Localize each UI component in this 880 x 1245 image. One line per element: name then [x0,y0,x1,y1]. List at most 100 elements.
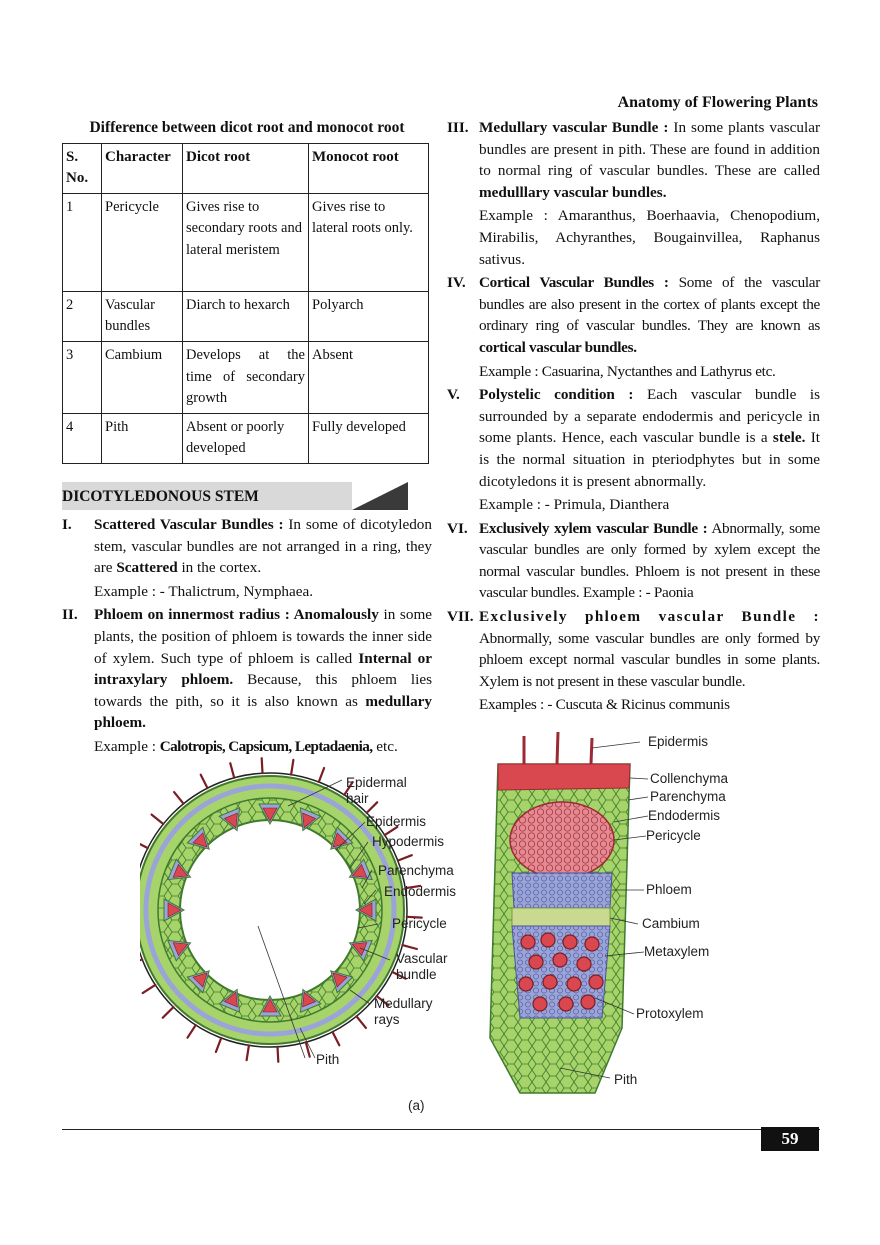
transverse-section [140,757,423,1063]
epidermal-hair [290,758,295,776]
item-bold: cortical vascular bundles. [479,338,637,356]
running-title: Anatomy of Flowering Plants [617,94,818,111]
item-bold: medulllary vascular bundles. [479,183,667,201]
item-body: Phloem on innermost radius : Anomalously… [94,604,432,757]
item-title: Exclusively xylem vascular Bundle : [479,519,708,537]
epidermal-hair [365,801,379,815]
xylem-vessel [540,932,556,948]
figure-caption: (a) [408,1098,425,1113]
item-text: In some plants vascular bundles are pres… [479,119,821,180]
header-dicot: Dicot root [182,142,309,194]
item-text: Abnormally, some vascular bundles are on… [479,629,820,690]
epidermis-ring [140,772,408,1048]
vascular-bundle [186,970,210,994]
vascular-bundle [163,898,186,922]
label-pith-right: Pith [614,1072,637,1087]
epidermis-collenchyma [497,763,631,791]
table-header-row: S. No. Character Dicot root Monocot root [62,142,429,194]
hypodermis [143,783,397,1037]
header-sno: S. No. [62,142,102,194]
example-label: Example : [94,737,160,755]
item-title: Polystelic condition : [479,386,634,404]
item-body: Exclusively phloem vascular Bundle : Abn… [479,606,820,716]
item-body: Scattered Vascular Bundles : In some of … [94,514,432,602]
item-body: Exclusively xylem vascular Bundle : Abno… [479,518,820,604]
table-cell: Absent or poorly developed [182,412,309,464]
item-number: V. [447,386,460,404]
epidermal-hair [304,1041,311,1058]
example-tail: etc. [372,737,398,755]
table-cell: Pith [101,412,183,464]
vascular-bundle [348,939,373,962]
xylem-vessel [580,994,596,1010]
vascular-bundle [354,898,377,922]
vascular-bundle [299,807,322,832]
label-pericycle-left: Pericycle [392,916,447,931]
hairs-right [522,731,594,765]
xylem-vessel [532,996,548,1012]
item-text: Each vascular bundle is surrounded by a … [479,386,820,447]
epidermal-hair [276,1045,280,1063]
xylem-vessel [542,974,558,990]
list-item: VII. Exclusively phloem vascular Bundle … [447,606,820,716]
xylem-vessel [576,956,592,972]
item-title: Exclusively phloem vascular Bundle : [479,608,820,626]
epidermal-hair [140,958,144,962]
table-cell: 2 [62,290,102,342]
item-example: Example : Casuarina, Nyctanthes and Lath… [479,362,776,380]
label-pith-left: Pith [316,1052,339,1067]
epidermal-hair [214,1036,223,1054]
xylem-vessel [588,974,604,990]
vascular-bundle [348,858,373,881]
label-parenchyma-right: Parenchyma [650,789,726,804]
item-text: It is the normal situation in pteriodphy… [479,429,820,490]
section-heading-triangle [352,481,408,510]
item-body: Polystelic condition : Each vascular bun… [479,384,820,516]
xylem-vessel [518,976,534,992]
epidermal-hair [141,983,157,995]
item-bold: Scattered [116,559,178,577]
label-metaxylem: Metaxylem [644,944,709,959]
epidermal-hair [260,757,264,775]
label-cambium: Cambium [642,916,700,931]
epidermal-hair [229,762,236,779]
list-item: VI. Exclusively xylem vascular Bundle : … [447,518,820,604]
vascular-bundle [258,803,282,826]
label-vascular-bundle-2: bundle [396,967,437,982]
epidermal-hair [161,1006,175,1019]
item-example: Example : Calotropis, Capsicum, Leptadae… [94,736,432,758]
table-cell: Vascular bundles [101,290,183,342]
right-column: III. Medullary vascular Bundle : In some… [447,117,820,716]
section-heading-bar [62,481,352,510]
vascular-bundle [258,994,282,1017]
stem-anatomy-figure: Epidermal hair Epidermis Hypodermis Pare… [140,731,729,1113]
xylem-vessel [584,936,600,952]
header-character: Character [101,142,183,194]
table-row: 3 Cambium Develops at the time of second… [62,340,429,414]
item-example: Example : - Primula, Dianthera [479,496,670,514]
label-parenchyma-left: Parenchyma [378,863,454,878]
epidermal-hair [317,766,326,784]
epidermal-hair [355,1015,367,1029]
table-cell: Absent [308,340,429,414]
item-text: In some of dicotyledon stem, vascular bu… [94,515,432,577]
item-title: Cortical Vascular Bundles : [479,274,669,292]
item-text: in some plants, the position of phloem i… [94,606,432,667]
xylem-vessel [552,952,568,968]
left-column: Difference between dicot root and monoco… [62,117,432,757]
label-endodermis-left: Endodermis [384,884,456,899]
table-cell: 3 [62,340,102,414]
label-epidermal-hair-1: Epidermal [346,775,407,790]
epidermal-hair [331,1030,341,1047]
xylem-vessel [558,996,574,1012]
phloem-band [511,872,613,909]
item-bold: stele. [772,429,806,447]
label-epidermis-left: Epidermis [366,814,426,829]
epidermal-hair [401,944,418,951]
table-row: 4 Pith Absent or poorly developed Fully … [62,412,429,464]
label-medullary-rays-2: rays [374,1012,400,1027]
label-medullary-rays-1: Medullary [374,996,433,1011]
section-heading: DICOTYLEDONOUS STEM [62,481,432,510]
label-protoxylem: Protoxylem [636,1006,704,1021]
item-title: Scattered Vascular Bundles : [94,515,284,533]
